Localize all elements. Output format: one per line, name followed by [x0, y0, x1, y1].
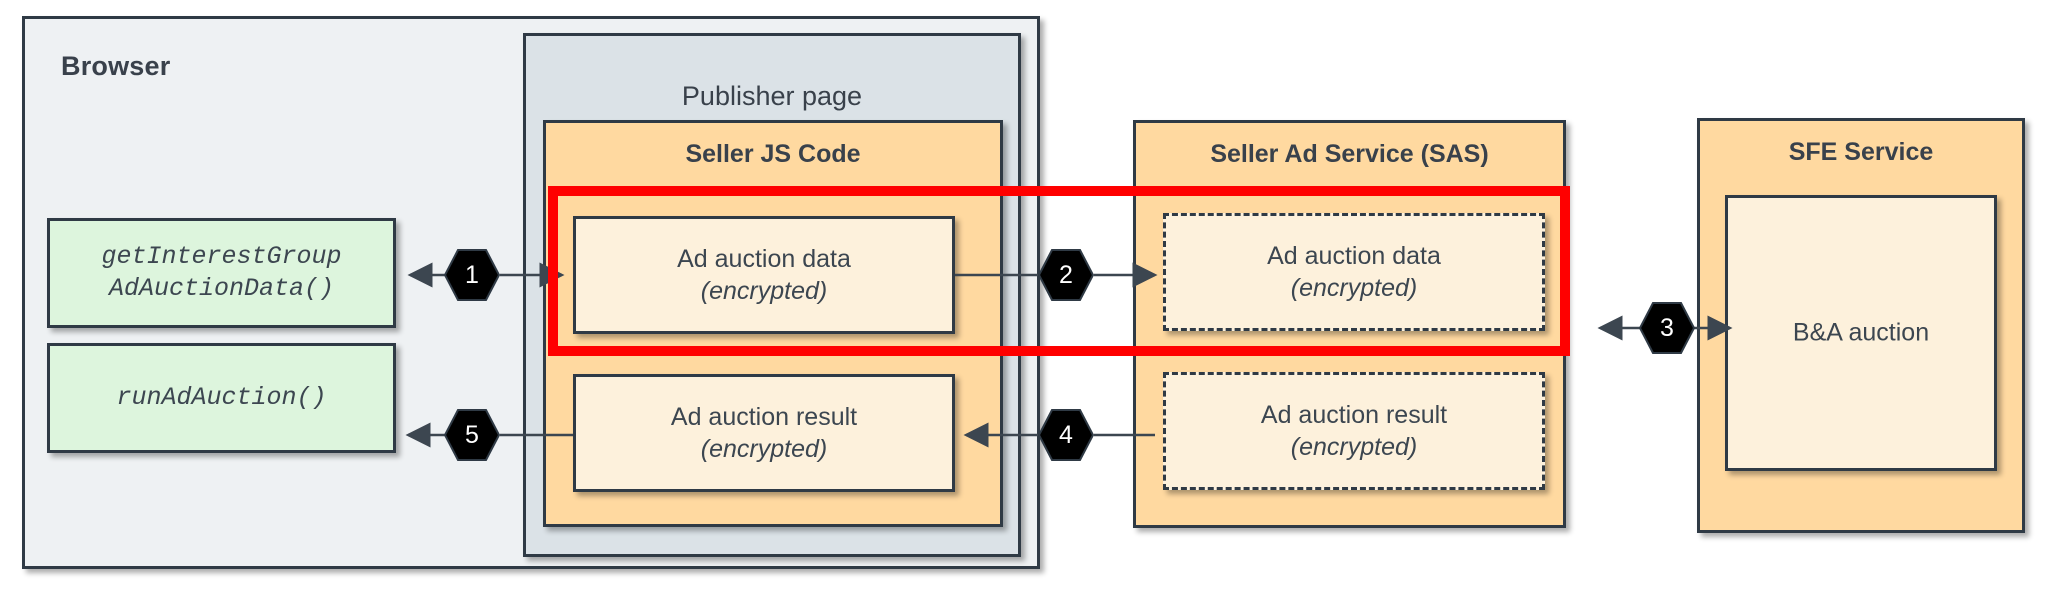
api-label: runAdAuction(): [116, 383, 327, 412]
seller-js-code-label: Seller JS Code: [685, 140, 861, 168]
sas-ad-auction-result-box[interactable]: Ad auction result (encrypted): [1163, 372, 1545, 490]
sas-ad-auction-data-box[interactable]: Ad auction data (encrypted): [1163, 213, 1545, 331]
step-badge-5: 5: [444, 407, 500, 463]
step-number: 1: [465, 260, 479, 289]
step-badge-4: 4: [1038, 407, 1094, 463]
box-text: Ad auction data (encrypted): [1166, 240, 1542, 304]
api-label: getInterestGroup AdAuctionData(): [101, 242, 342, 303]
step-badge-2: 2: [1038, 247, 1094, 303]
step-number: 4: [1059, 420, 1073, 449]
box-text: Ad auction data (encrypted): [576, 243, 952, 307]
api-box-get-interest-group-ad-auction-data[interactable]: getInterestGroup AdAuctionData(): [47, 218, 396, 328]
box-text: Ad auction result (encrypted): [576, 401, 952, 465]
step-number: 2: [1059, 260, 1073, 289]
seller-js-ad-auction-result-box[interactable]: Ad auction result (encrypted): [573, 374, 955, 492]
hexagon-icon: [1639, 302, 1695, 354]
box-title: Ad auction data: [1267, 242, 1441, 270]
seller-ad-service-label: Seller Ad Service (SAS): [1210, 140, 1489, 168]
publisher-page-label: Publisher page: [681, 81, 863, 111]
hexagon-icon: [1038, 249, 1094, 301]
hexagon-icon: [1038, 409, 1094, 461]
bna-auction-label: B&A auction: [1792, 318, 1930, 347]
step-number: 5: [465, 420, 479, 449]
box-title: Ad auction result: [1260, 401, 1448, 429]
bna-auction-box[interactable]: B&A auction: [1725, 195, 1997, 471]
step-number: 3: [1660, 313, 1674, 342]
box-subtitle: (encrypted): [1290, 433, 1418, 461]
seller-js-ad-auction-data-box[interactable]: Ad auction data (encrypted): [573, 216, 955, 334]
box-subtitle: (encrypted): [1290, 274, 1418, 302]
box-subtitle: (encrypted): [700, 277, 828, 305]
box-text: Ad auction result (encrypted): [1166, 399, 1542, 463]
browser-label: Browser: [61, 51, 171, 81]
box-title: Ad auction data: [677, 245, 851, 273]
sfe-service-label: SFE Service: [1788, 138, 1934, 166]
box-title: Ad auction result: [670, 403, 858, 431]
hexagon-icon: [444, 249, 500, 301]
step-badge-3: 3: [1639, 300, 1695, 356]
step-badge-1: 1: [444, 247, 500, 303]
hexagon-icon: [444, 409, 500, 461]
box-subtitle: (encrypted): [700, 435, 828, 463]
api-box-run-ad-auction[interactable]: runAdAuction(): [47, 343, 396, 453]
